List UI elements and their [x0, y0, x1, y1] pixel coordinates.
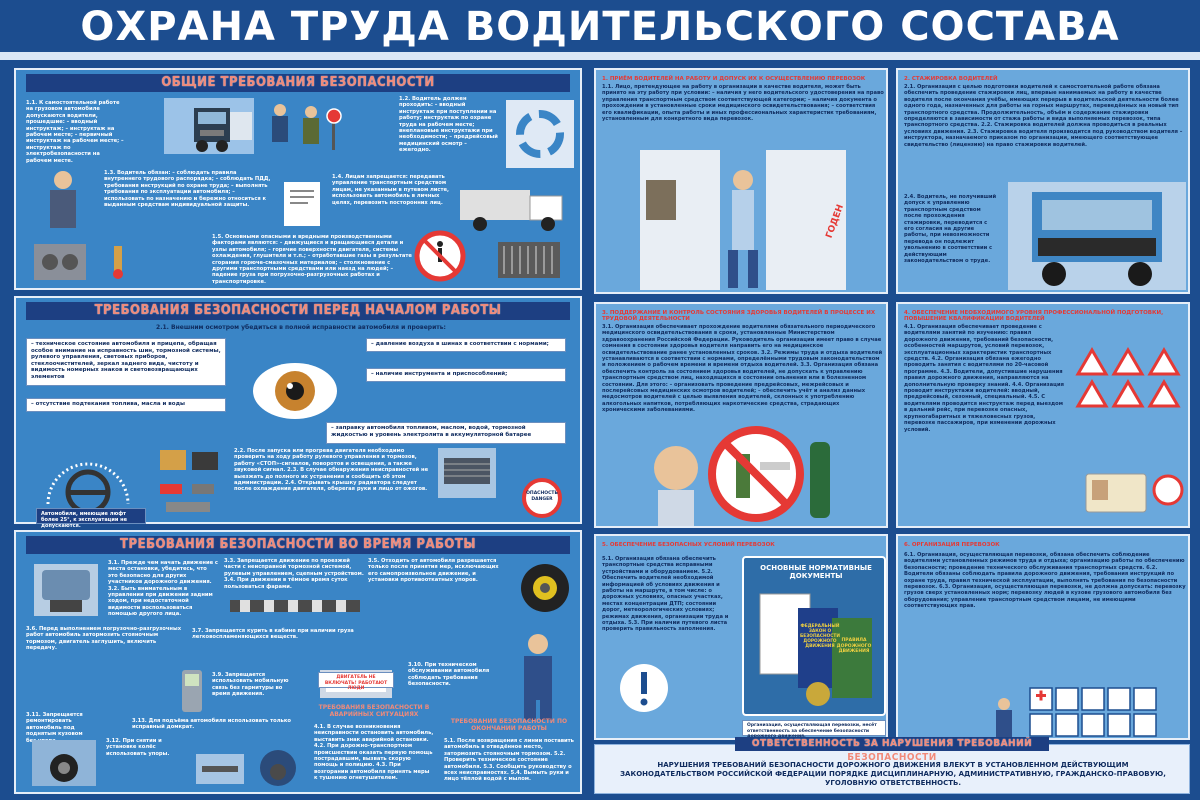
during-p3-9: 3.9. Запрещается использовать мобильную …	[212, 672, 289, 698]
accident-text: 4.1. В случае возникновения неисправност…	[314, 724, 434, 782]
accident-title: ТРЕБОВАНИЯ БЕЗОПАСНОСТИ В АВАРИЙНЫХ СИТУ…	[318, 704, 430, 718]
end-title: ТРЕБОВАНИЯ БЕЗОПАСНОСТИ ПО ОКОНЧАНИИ РАБ…	[450, 718, 568, 732]
norms-panel: 5. ОБЕСПЕЧЕНИЕ БЕЗОПАСНЫХ УСЛОВИЙ ПЕРЕВО…	[594, 534, 888, 740]
during-p3-12: 3.12. При снятии и установке колёс испол…	[106, 738, 170, 757]
norms-title: 5. ОБЕСПЕЧЕНИЕ БЕЗОПАСНЫХ УСЛОВИЙ ПЕРЕВО…	[602, 542, 775, 548]
medical-panel: 3. ПОДДЕРЖАНИЕ И КОНТРОЛЬ СОСТОЯНИЯ ЗДОР…	[594, 302, 888, 528]
radiator-illustration	[498, 242, 560, 278]
gas-mask-illustration	[260, 750, 296, 786]
check-item-tech-state: – техническое состояние автомобиля и при…	[26, 338, 226, 386]
transport-text: 6.1. Организация, осуществляющая перевоз…	[904, 552, 1186, 610]
internship-panel: 2. СТАЖИРОВКА ВОДИТЕЛЕЙ 2.1. Организация…	[896, 68, 1190, 294]
law-books-illustration	[759, 593, 872, 706]
during-p3-3: 3.3. Запрещается движение по проезжей ча…	[224, 558, 364, 590]
header-divider	[0, 52, 1200, 60]
general-p1-2: 1.2. Водитель должен проходить: – вводны…	[399, 96, 498, 154]
internship-title: 2. СТАЖИРОВКА ВОДИТЕЛЕЙ	[904, 76, 998, 82]
truck-grille-illustration	[438, 448, 496, 498]
during-p3-1: 3.1. Прежде чем начать движение с места …	[108, 560, 218, 618]
poster-header: ОХРАНА ТРУДА ВОДИТЕЛЬСКОГО СОСТАВА	[0, 0, 1200, 62]
book-law-title: ФЕДЕРАЛЬНЫЙ ЗАКОН О БЕЗОПАСНОСТИ ДОРОЖНО…	[800, 624, 840, 649]
tire-inflation-illustration	[32, 740, 96, 786]
general-p1-5: 1.5. Основными опасными и вредными произ…	[212, 234, 412, 285]
documents-panel: ОСНОВНЫЕ НОРМАТИВНЫЕ ДОКУМЕНТЫ ФЕДЕРАЛЬН…	[742, 556, 886, 716]
steering-wheel-illustration	[46, 462, 130, 512]
mobile-phone-icon	[182, 670, 202, 712]
general-title: ОБЩИЕ ТРЕБОВАНИЯ БЕЗОПАСНОСТИ	[26, 74, 570, 92]
during-p3-5: 3.5. Отходить от автомобиля разрешается …	[368, 558, 499, 584]
before-title: ТРЕБОВАНИЯ БЕЗОПАСНОСТИ ПЕРЕД НАЧАЛОМ РА…	[26, 302, 570, 320]
teaching-text: 4.1. Организация обеспечивает проведение…	[904, 324, 1064, 433]
internship-text: 2.1. Организация с целью подготовки води…	[904, 84, 1183, 148]
kamaz-truck-illustration	[1008, 182, 1186, 290]
during-p3-10: 3.10. При техническом обслуживании автом…	[408, 662, 490, 688]
before-intro: 2.1. Внешним осмотром убедиться в полной…	[156, 324, 446, 331]
danger-label-ru: ОПАСНОСТЬ	[526, 491, 558, 496]
general-p1-4: 1.4. Лицам запрещается: передавать управ…	[332, 174, 450, 206]
admission-panel: 1. ПРИЁМ ВОДИТЕЛЕЙ НА РАБОТУ И ДОПУСК ИХ…	[594, 68, 888, 294]
mechanic-illustration	[524, 634, 552, 720]
danger-label-en: DANGER	[531, 497, 553, 502]
transport-panel: 6. ОРГАНИЗАЦИЯ ПЕРЕВОЗОК 6.1. Организаци…	[896, 534, 1190, 740]
check-item-tools: – наличие инструмента и приспособлений;	[366, 368, 566, 382]
license-hand-illustration	[1085, 473, 1184, 513]
check-item-refuel: – заправку автомобиля топливом, маслом, …	[326, 422, 566, 444]
no-pedestrian-sign-icon	[414, 230, 466, 282]
before-warning: Автомобили, имеющие люфт более 25°, к эк…	[36, 508, 146, 529]
medical-text: 3.1. Организация обеспечивает прохождени…	[602, 324, 883, 414]
doorway-illustration	[640, 150, 846, 290]
before-panel: ТРЕБОВАНИЯ БЕЗОПАСНОСТИ ПЕРЕД НАЧАЛОМ РА…	[14, 296, 582, 529]
responsibility-panel: ОТВЕТСТВЕННОСТЬ ЗА НАРУШЕНИЯ ТРЕБОВАНИЙ …	[594, 737, 1190, 794]
responsibility-text: НАРУШЕНИЯ ТРЕБОВАНИЙ БЕЗОПАСНОСТИ ДОРОЖН…	[620, 761, 1166, 787]
before-p2-2: 2.2. После запуска или прогрева двигател…	[234, 448, 429, 493]
worker-illustration	[50, 171, 76, 228]
general-p1-1: 1.1. К самостоятельной работе на грузово…	[26, 100, 124, 164]
poster-title: ОХРАНА ТРУДА ВОДИТЕЛЬСКОГО СОСТАВА	[80, 4, 1120, 50]
person-pointing-illustration	[996, 698, 1012, 738]
admission-title: 1. ПРИЁМ ВОДИТЕЛЕЙ НА РАБОТУ И ДОПУСК ИХ…	[602, 76, 866, 82]
wrench-illustration	[196, 754, 244, 784]
general-p1-3: 1.3. Водитель обязан: – соблюдать правил…	[104, 170, 271, 209]
driver-in-mirror-illustration	[34, 564, 98, 616]
tools-illustration	[160, 450, 218, 512]
documents-illustration	[284, 182, 320, 226]
engine-warning-sign: ДВИГАТЕЛЬ НЕ ВКЛЮЧАТЬ! РАБОТАЮТ ЛЮДИ	[318, 672, 394, 691]
internship-p2-4: 2.4. Водитель, не получивший допуск к уп…	[904, 194, 997, 265]
check-item-leaks: – отсутствие подтекания топлива, масла и…	[26, 398, 226, 412]
road-warning-icons	[1029, 687, 1157, 737]
danger-sign-icon	[522, 478, 562, 518]
chock-illustration	[230, 600, 360, 612]
truck-illustration	[164, 98, 254, 154]
teaching-title: 4. ОБЕСПЕЧЕНИЕ НЕОБХОДИМОГО УРОВНЯ ПРОФЕ…	[904, 310, 1164, 323]
during-panel: ТРЕБОВАНИЯ БЕЗОПАСНОСТИ ВО ВРЕМЯ РАБОТЫ …	[14, 530, 582, 794]
eye-illustration	[253, 363, 337, 419]
responsibility-title: ОТВЕТСТВЕННОСТЬ ЗА НАРУШЕНИЯ ТРЕБОВАНИЙ …	[735, 737, 1049, 763]
end-text: 5.1. После возвращения с линии поставить…	[444, 738, 574, 783]
tool-illustration	[113, 246, 123, 279]
during-title: ТРЕБОВАНИЯ БЕЗОПАСНОСТИ ВО ВРЕМЯ РАБОТЫ	[26, 536, 570, 554]
transport-title: 6. ОРГАНИЗАЦИЯ ПЕРЕВОЗОК	[904, 542, 1000, 548]
exclamation-icon	[620, 664, 668, 712]
check-item-tire-pressure: – давление воздуха в шинах в соответстви…	[366, 338, 566, 352]
wheel-illustration	[521, 564, 569, 612]
norms-caption: Организация, осуществляющая перевозки, н…	[742, 720, 886, 739]
drivers-illustration	[272, 104, 342, 150]
admission-text: 1.1. Лицо, претендующее на работу в орга…	[602, 84, 884, 123]
norms-text: 5.1. Организация обязана обеспечить тран…	[602, 556, 729, 633]
during-p3-6: 3.6. Перед выполнением погрузочно-разгру…	[26, 626, 182, 652]
documents-title: ОСНОВНЫЕ НОРМАТИВНЫЕ ДОКУМЕНТЫ	[760, 564, 872, 580]
book-rules-title: ПРАВИЛА ДОРОЖНОГО ДВИЖЕНИЯ	[836, 638, 872, 654]
during-p3-13: 3.13. Для подъёма автомобиля использоват…	[132, 718, 291, 731]
teaching-panel: 4. ОБЕСПЕЧЕНИЕ НЕОБХОДИМОГО УРОВНЯ ПРОФЕ…	[896, 302, 1190, 528]
engine-parts-illustration	[34, 244, 86, 280]
truck-side-illustration	[460, 190, 563, 231]
during-p3-7: 3.7. Запрещается курить в кабине при нал…	[192, 628, 354, 641]
medical-title: 3. ПОДДЕРЖАНИЕ И КОНТРОЛЬ СОСТОЯНИЯ ЗДОР…	[602, 310, 876, 323]
general-panel: ОБЩИЕ ТРЕБОВАНИЯ БЕЗОПАСНОСТИ 1.1. К сам…	[14, 68, 582, 290]
arrows-circle-icon	[506, 100, 574, 168]
no-alcohol-illustration	[654, 426, 830, 526]
road-signs-illustration	[1075, 347, 1181, 408]
